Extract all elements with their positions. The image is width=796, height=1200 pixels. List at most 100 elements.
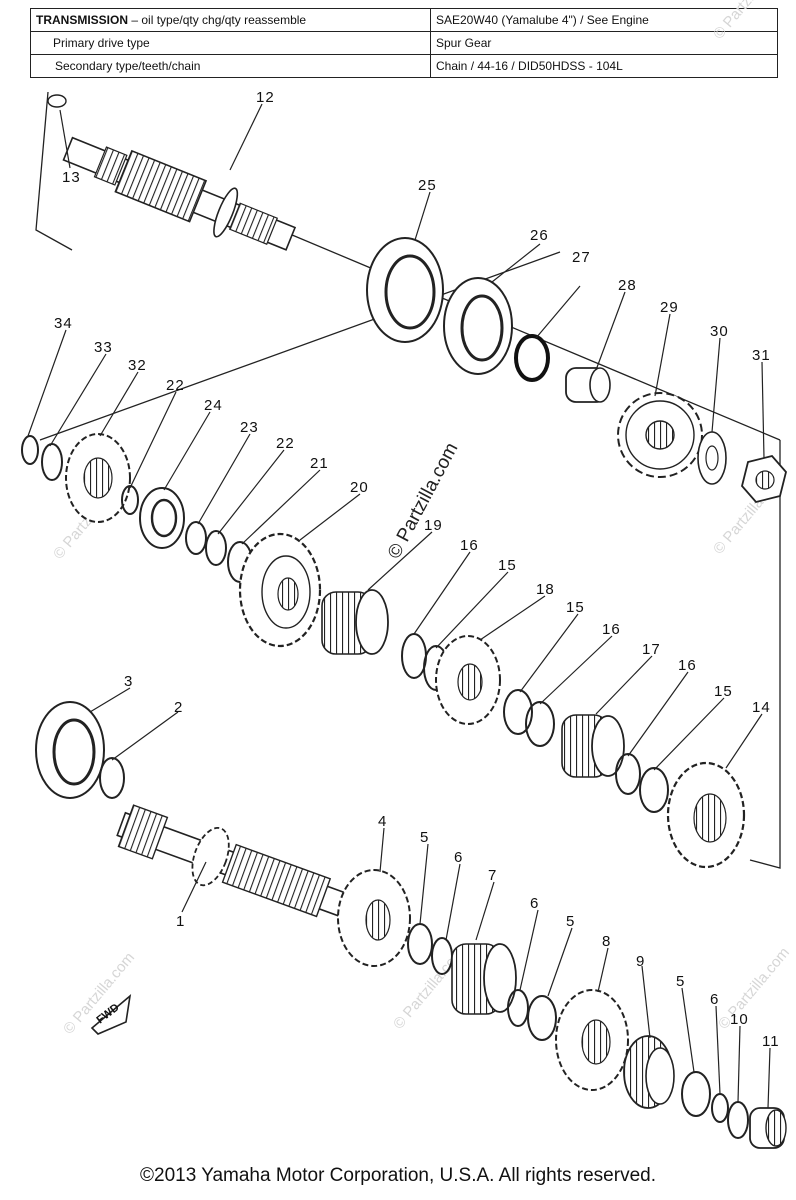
nut-31 xyxy=(741,454,787,504)
washer-16 xyxy=(401,633,427,679)
bearing-13 xyxy=(47,94,67,108)
callout: 21 xyxy=(310,455,329,472)
callout: 6 xyxy=(530,895,539,912)
assembly-outline xyxy=(35,91,781,869)
spec-label: Secondary type/teeth/chain xyxy=(30,54,431,78)
main-axle-1 xyxy=(116,804,352,919)
watermark-center: © Partzilla.com xyxy=(384,439,463,562)
washer-23 xyxy=(185,521,207,555)
leader-lines xyxy=(27,103,771,1109)
callout: 27 xyxy=(572,249,591,266)
washer-33 xyxy=(41,443,63,481)
circlip-15c xyxy=(639,767,669,813)
callout: 16 xyxy=(460,537,479,554)
circlip-34 xyxy=(21,435,39,465)
callout: 11 xyxy=(762,1033,780,1050)
watermark: © Partzilla.com xyxy=(710,0,788,43)
callout: 33 xyxy=(94,339,113,356)
callout: 9 xyxy=(636,953,645,970)
callout: 16 xyxy=(678,657,697,674)
callout: 4 xyxy=(378,813,387,830)
callouts: 1 2 3 4 5 6 7 6 5 8 9 5 6 10 11 12 13 14… xyxy=(54,89,780,1050)
callout: 18 xyxy=(536,581,555,598)
lock-washer-30 xyxy=(697,431,727,485)
gear-20 xyxy=(238,532,322,648)
circlip-5c xyxy=(681,1071,711,1117)
callout: 29 xyxy=(660,299,679,316)
washer-16b xyxy=(525,701,555,747)
callout: 6 xyxy=(454,849,463,866)
callout: 13 xyxy=(62,169,81,186)
callout: 5 xyxy=(676,973,685,990)
callout: 34 xyxy=(54,315,73,332)
bearing-26 xyxy=(443,277,513,375)
circlip-27 xyxy=(514,334,550,382)
circlip-15b xyxy=(503,689,533,735)
callout: 17 xyxy=(642,641,661,658)
callout: 2 xyxy=(174,699,183,716)
callout: 26 xyxy=(530,227,549,244)
callout: 30 xyxy=(710,323,729,340)
bearing-3 xyxy=(35,701,105,799)
gear-32 xyxy=(65,433,131,523)
gear-7 xyxy=(451,943,517,1015)
exploded-diagram: © Partzilla.com © Partzilla.com © Partzi… xyxy=(21,0,793,1149)
gear-17 xyxy=(561,714,625,778)
gear-9 xyxy=(623,1035,675,1109)
gear-4 xyxy=(337,869,411,967)
washer-22b xyxy=(205,530,227,566)
callout: 20 xyxy=(350,479,369,496)
washer-10 xyxy=(727,1101,749,1139)
callout: 3 xyxy=(124,673,133,690)
callout: 8 xyxy=(602,933,611,950)
spec-row-secondary: Secondary type/teeth/chain Chain / 44-16… xyxy=(30,54,778,78)
callout: 6 xyxy=(710,991,719,1008)
callout: 15 xyxy=(714,683,733,700)
callout: 23 xyxy=(240,419,259,436)
callout: 22 xyxy=(166,377,185,394)
spec-label-bold: TRANSMISSION xyxy=(36,13,129,27)
callout: 10 xyxy=(730,1011,749,1028)
callout: 19 xyxy=(424,517,443,534)
spec-label: Primary drive type xyxy=(30,31,431,55)
spec-label: TRANSMISSION – oil type/qty chg/qty reas… xyxy=(30,8,431,32)
spec-table: TRANSMISSION – oil type/qty chg/qty reas… xyxy=(30,8,778,78)
spec-label-rest: – oil type/qty chg/qty reassemble xyxy=(128,13,307,27)
spec-row-transmission: TRANSMISSION – oil type/qty chg/qty reas… xyxy=(30,8,778,32)
washer-6b xyxy=(507,989,529,1027)
drive-axle-12 xyxy=(47,94,297,251)
circlip-5b xyxy=(527,995,557,1041)
callout: 32 xyxy=(128,357,147,374)
callout: 14 xyxy=(752,699,771,716)
gear-18 xyxy=(435,635,501,725)
callout: 16 xyxy=(602,621,621,638)
callout: 5 xyxy=(420,829,429,846)
bearing-25 xyxy=(366,237,444,343)
copyright-notice: ©2013 Yamaha Motor Corporation, U.S.A. A… xyxy=(140,1165,656,1186)
watermark: © Partzilla.com xyxy=(715,944,793,1032)
callout: 22 xyxy=(276,435,295,452)
washer-2 xyxy=(99,757,125,799)
bearing-11 xyxy=(749,1107,787,1149)
circlip-5 xyxy=(407,923,433,965)
callout: 31 xyxy=(752,347,771,364)
callout: 15 xyxy=(566,599,585,616)
washer-6c xyxy=(711,1093,729,1123)
callout: 24 xyxy=(204,397,223,414)
gear-19 xyxy=(321,589,389,655)
callout: 12 xyxy=(256,89,275,106)
callout: 25 xyxy=(418,177,437,194)
bearing-24 xyxy=(139,487,185,549)
collar-28 xyxy=(565,367,611,403)
spec-value: Spur Gear xyxy=(430,31,778,55)
spec-value: Chain / 44-16 / DID50HDSS - 104L xyxy=(430,54,778,78)
gear-8 xyxy=(555,989,629,1091)
washer-16c xyxy=(615,753,641,795)
callout: 1 xyxy=(176,913,185,930)
callout: 28 xyxy=(618,277,637,294)
callout: 5 xyxy=(566,913,575,930)
callout: 7 xyxy=(488,867,497,884)
gear-14 xyxy=(666,761,746,869)
washer-22 xyxy=(121,485,139,515)
spec-row-primary-drive: Primary drive type Spur Gear xyxy=(30,31,778,55)
